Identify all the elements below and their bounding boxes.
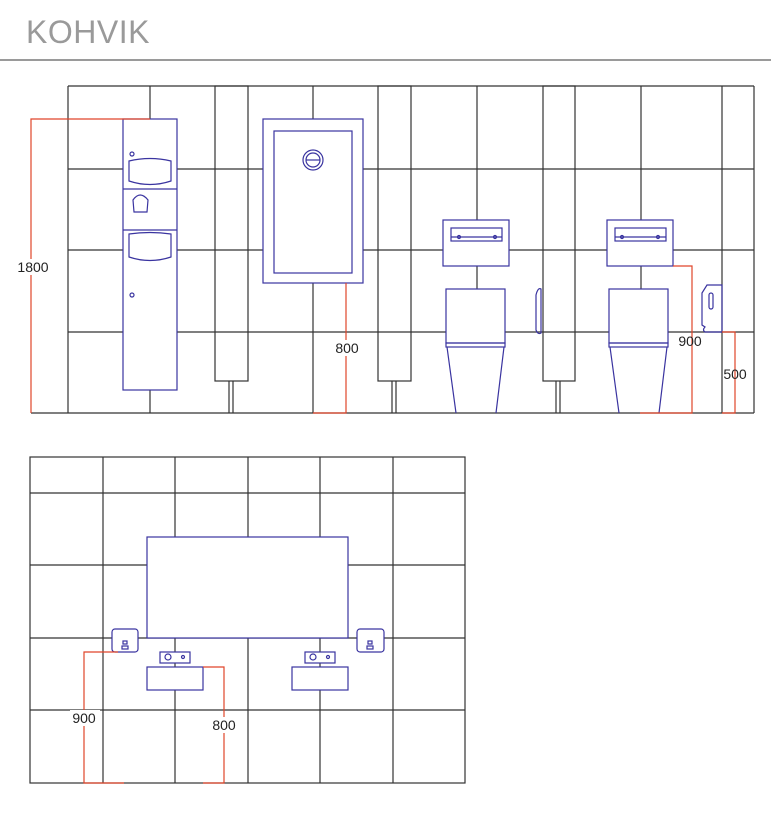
dimension-label-1800: 1800	[17, 259, 48, 275]
partition-3	[542, 85, 576, 382]
flush-plate	[442, 219, 510, 267]
sink-left	[146, 666, 204, 691]
sink-right	[291, 666, 349, 691]
bottom-elevation: 900 800	[29, 456, 466, 784]
faucet-right	[304, 651, 336, 664]
dimension-label-500: 500	[723, 366, 747, 382]
dimension-label-800: 800	[335, 340, 359, 356]
mirror	[146, 536, 349, 639]
hand-dryer-left	[111, 628, 139, 653]
paper-holder	[701, 284, 723, 333]
faucet-left	[159, 651, 191, 664]
paper-holder	[535, 288, 542, 335]
hand-dryer-right	[356, 628, 385, 653]
partition-2	[377, 85, 412, 382]
partition-walls	[214, 85, 576, 413]
mirror	[262, 118, 364, 284]
soap-dispenser-icon	[132, 194, 149, 213]
dimension-label-900: 900	[72, 710, 96, 726]
toilet-1	[442, 219, 542, 414]
partition-1	[214, 85, 249, 382]
toilet-2	[606, 219, 723, 414]
dimension-label-800: 800	[212, 717, 236, 733]
dimension-label-900: 900	[678, 333, 702, 349]
flush-plate	[606, 219, 674, 267]
towel-dispenser-column	[122, 118, 178, 391]
title-divider	[0, 59, 771, 61]
page-title: KOHVIK	[26, 14, 150, 50]
top-elevation: 1800 800 900 500	[16, 85, 755, 414]
dimension-lines	[30, 118, 736, 414]
